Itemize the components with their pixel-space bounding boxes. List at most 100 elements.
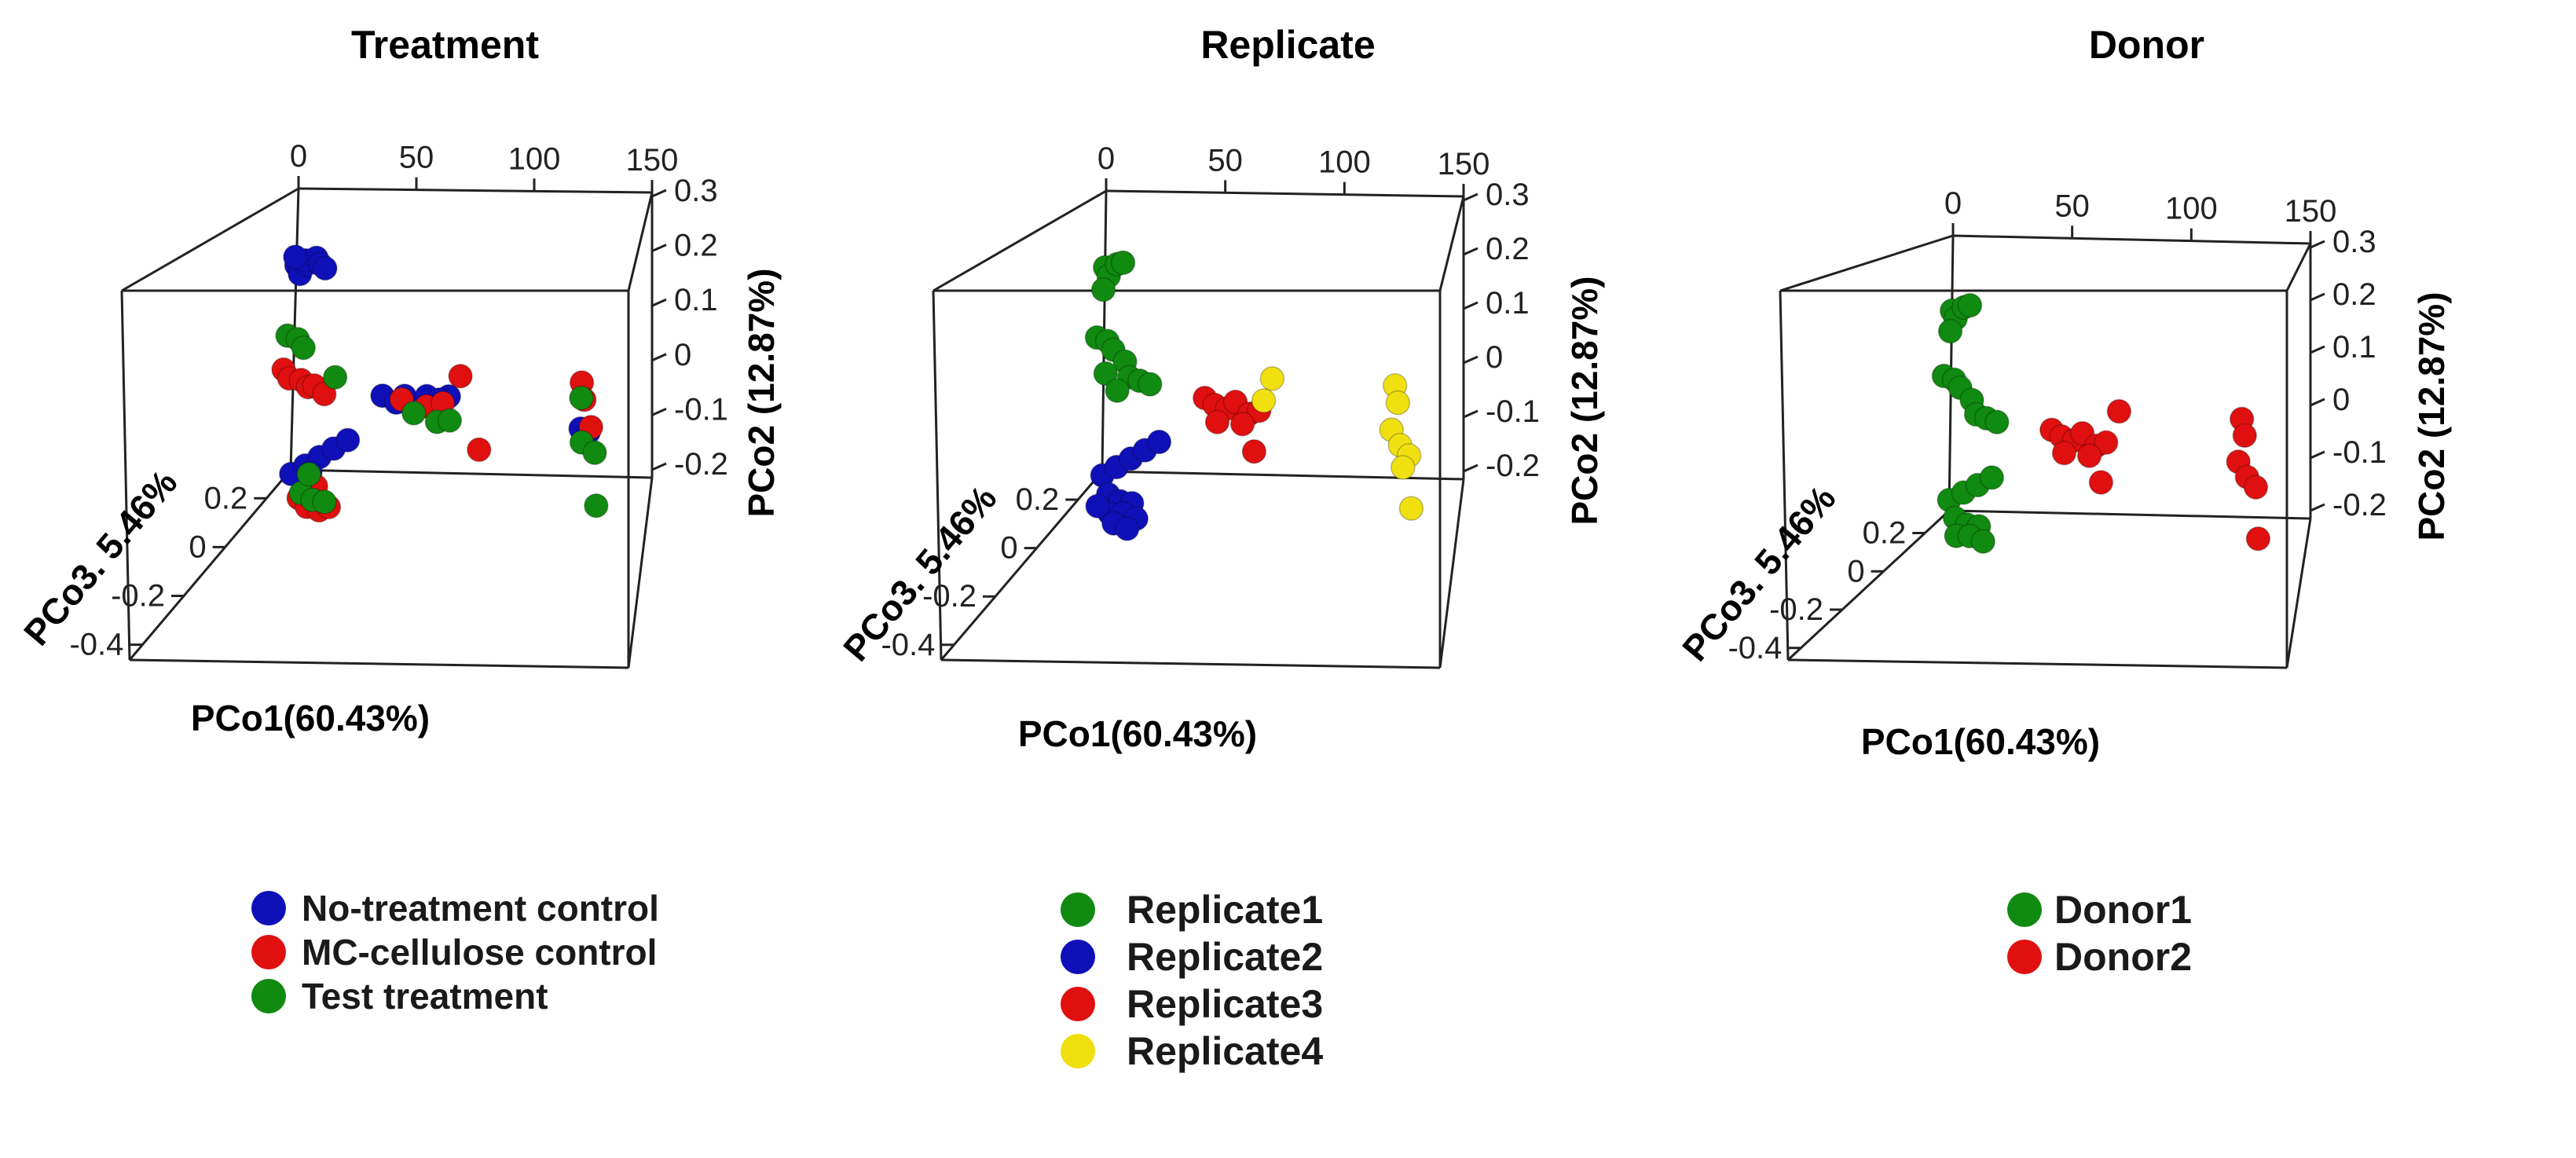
scatter-point [2232,423,2258,449]
legend-swatch [1061,1034,1095,1068]
legend-item: Test treatment [251,974,659,1018]
box-edge [120,290,131,661]
scatter-series [278,244,602,487]
z-tick-label: 0 [1000,531,1017,566]
scatter-point [1984,409,2010,435]
box-edge [1779,290,1790,661]
y-tick-mark [2310,398,2325,407]
y-tick-mark [651,408,667,416]
legend-item: Replicate4 [1061,1028,1323,1075]
box-edge [121,187,299,292]
scatter-point [291,335,317,361]
x-tick-label: 150 [1438,147,1490,181]
y-tick-mark [651,298,667,307]
y-tick-mark [1463,409,1479,419]
y-tick-mark [2310,450,2325,460]
z-tick-label: -0.2 [111,579,165,614]
legend-replicate: Replicate1 Replicate2 Replicate3 Replica… [1061,886,1323,1075]
box-edge [627,477,654,669]
scatter-point [1105,378,1130,403]
box-edge [2285,243,2312,291]
scatter-point [1937,318,1963,344]
scatter-point [1979,465,2005,490]
legend-item: Donor1 [2007,886,2192,933]
y-tick-label: -0.1 [2332,435,2387,470]
legend-swatch [1061,940,1095,974]
y-tick-label: 0.1 [674,283,718,317]
legend-label: No-treatment control [302,888,659,929]
scatter-point [582,440,607,466]
y-tick-mark [1463,464,1479,473]
scatter-point [1110,250,1136,276]
legend-item: MC-cellulose control [251,930,659,974]
legend-label: Donor1 [2054,888,2192,932]
legend-label: Replicate3 [1127,982,1324,1026]
box-edge [1438,196,1465,291]
legend-swatch [1061,987,1095,1021]
y-tick-label: 0.2 [674,229,718,263]
z-tick-label: -0.4 [1728,631,1782,665]
x-tick-label: 100 [2165,192,2218,226]
legend-item: No-treatment control [251,886,659,930]
legend-item: Replicate1 [1061,886,1323,933]
scatter-series [1931,292,2010,554]
box-edge [290,468,653,479]
legend-treatment: No-treatment control MC-cellulose contro… [251,886,659,1018]
y-tick-label: -0.1 [1486,394,1540,429]
z-tick-label: 0.2 [1016,482,1060,517]
z-tick-label: 0 [1847,554,1864,588]
z-tick-label: -0.4 [69,628,123,662]
scatter-point [296,461,321,487]
box-edge [1787,658,2288,669]
x-axis-title: PCo1(60.43%) [191,698,430,738]
scatter-point [2243,475,2269,500]
scatter-point [283,244,308,269]
box-edge [940,658,1441,669]
scatter-point [1090,277,1116,302]
z-tick-label: -0.2 [1769,592,1823,627]
y-tick-mark [2310,345,2325,354]
legend-donor: Donor1 Donor2 [2007,886,2192,980]
scatter-point [335,427,361,453]
box-edge [298,187,653,194]
x-tick-label: 150 [626,143,679,178]
y-tick-label: 0.3 [674,174,718,208]
y-tick-mark [651,244,667,252]
z-tick-label: 0 [189,530,206,564]
legend-swatch [251,891,286,925]
legend-item: Donor2 [2007,933,2192,980]
scatter-series [1251,366,1424,521]
y-tick-mark [2310,503,2325,512]
y-tick-label: -0.1 [674,392,728,427]
x-tick-label: 100 [508,141,561,176]
scatter-series [1085,429,1172,541]
legend-label: Replicate1 [1127,888,1324,932]
scatter-point [1241,438,1267,464]
scatter-point [448,364,473,389]
scatter-point [2051,440,2077,466]
legend-label: Donor2 [2054,935,2192,979]
box-edge [1779,234,1954,292]
scatter-point [2076,443,2102,468]
y-tick-label: 0 [2332,383,2350,417]
x-tick-label: 50 [399,141,434,175]
x-tick-label: 0 [1944,186,1962,221]
x-tick-label: 150 [2285,194,2337,229]
scatter-point [313,255,338,281]
y-tick-mark [2310,240,2325,249]
y-tick-label: 0.1 [2332,330,2376,365]
scatter-point [1391,455,1416,480]
z-tick-label: -0.4 [881,628,935,662]
x-axis-title: PCo1(60.43%) [1861,721,2100,762]
x-tick-label: 0 [1097,141,1115,176]
scatter-series [1084,250,1163,403]
y-tick-mark [2310,292,2325,302]
z-tick-label: -0.2 [922,579,977,614]
y-tick-label: 0.3 [1486,178,1530,212]
y-tick-label: -0.2 [674,447,728,482]
x-tick-label: 50 [2054,189,2090,223]
y-tick-label: -0.2 [2332,488,2387,522]
scatter-point [1957,292,1983,318]
